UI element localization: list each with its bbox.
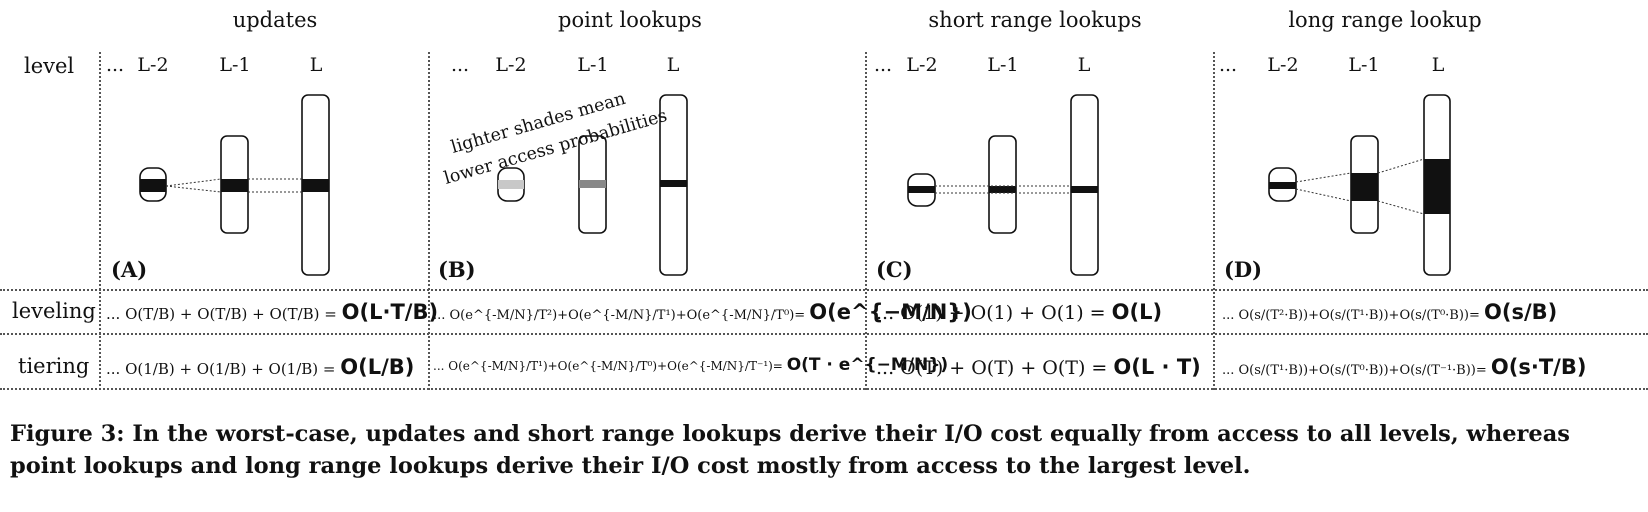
level-dots: ... (873, 54, 893, 76)
level-dots: ... (105, 54, 125, 76)
level-l2: L-2 (906, 54, 938, 76)
column-divider (99, 52, 101, 390)
level-l: L (1431, 54, 1445, 76)
formula-tiering-short-range: ... O(T) + O(T) + O(T) = O(L · T) (876, 355, 1201, 379)
level-dots: ... (450, 54, 470, 76)
figure-caption: Figure 3: In the worst-case, updates and… (10, 421, 1570, 479)
diagram-c (907, 94, 1099, 276)
formula-leveling-long-range: ... O(s/(T²·B))+O(s/(T¹·B))+O(s/(T⁰·B))=… (1222, 300, 1558, 324)
formula-tiering-long-range: ... O(s/(T¹·B))+O(s/(T⁰·B))+O(s/(T⁻¹·B))… (1222, 355, 1587, 379)
level-l1: L-1 (577, 54, 609, 76)
row-divider (0, 333, 1648, 335)
panel-letter-c: (C) (876, 257, 913, 282)
level-l1: L-1 (219, 54, 251, 76)
column-title-updates: updates (232, 8, 318, 32)
column-title-point-lookups: point lookups (558, 8, 702, 32)
level-l: L (309, 54, 323, 76)
panel-letter-d: (D) (1224, 257, 1263, 282)
level-l2: L-2 (137, 54, 169, 76)
level-l1: L-1 (987, 54, 1019, 76)
column-divider (428, 52, 430, 390)
formula-leveling-short-range: ... O(1) + O(1) + O(1) = O(L) (876, 300, 1163, 324)
level-l2: L-2 (495, 54, 527, 76)
level-dots: ... (1218, 54, 1238, 76)
formula-leveling-point: ... O(e^{-M/N}/T²)+O(e^{-M/N}/T¹)+O(e^{-… (433, 300, 972, 324)
level-l2: L-2 (1267, 54, 1299, 76)
column-title-long-range-lookup: long range lookup (1288, 8, 1482, 32)
diagram-d (1268, 94, 1451, 276)
panel-letter-b: (B) (438, 257, 476, 282)
row-divider (0, 388, 1648, 390)
column-divider (1213, 52, 1215, 390)
level-axis-label: level (24, 54, 75, 78)
formula-tiering-point: ... O(e^{-M/N}/T¹)+O(e^{-M/N}/T⁰)+O(e^{-… (433, 355, 949, 375)
level-l: L (666, 54, 680, 76)
row-divider (0, 289, 1648, 291)
formula-tiering-updates: ... O(1/B) + O(1/B) + O(1/B) = O(L/B) (106, 355, 415, 379)
row-label-tiering: tiering (18, 354, 90, 378)
column-title-short-range-lookups: short range lookups (928, 8, 1142, 32)
level-l: L (1077, 54, 1091, 76)
level-l1: L-1 (1348, 54, 1380, 76)
row-label-leveling: leveling (12, 299, 96, 323)
panel-letter-a: (A) (111, 257, 148, 282)
formula-leveling-updates: ... O(T/B) + O(T/B) + O(T/B) = O(L·T/B) (106, 300, 439, 324)
diagram-b: lighter shades mean lower access probabi… (442, 89, 688, 276)
diagram-a (139, 94, 330, 276)
column-divider (865, 52, 867, 390)
